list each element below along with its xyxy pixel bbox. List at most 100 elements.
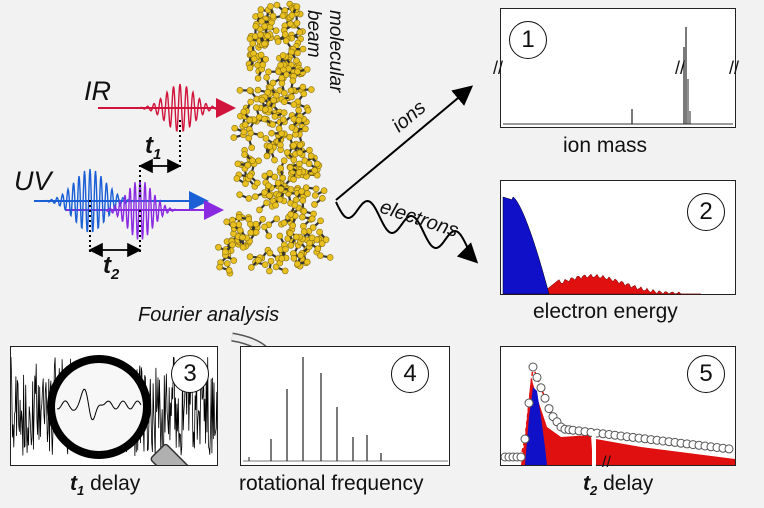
molecule-atom xyxy=(299,83,307,91)
molecule-atom xyxy=(270,96,277,104)
molecule-atom xyxy=(277,141,284,149)
molecule-atom xyxy=(267,257,275,265)
molecule-atom xyxy=(279,116,287,123)
molecule-atom xyxy=(287,211,295,218)
molecule-atom xyxy=(281,98,288,106)
molecule-atom xyxy=(322,236,330,243)
axis-break-right-1: // xyxy=(729,58,740,78)
molecule-atom xyxy=(235,213,243,221)
molecule-atom xyxy=(307,152,315,160)
panel-number-4: 4 xyxy=(391,355,429,393)
molecule-atom xyxy=(277,164,285,172)
molecule-atom xyxy=(247,220,254,228)
molecule-atom xyxy=(297,252,305,259)
molecule-atom xyxy=(289,77,297,85)
molecule-atom xyxy=(258,18,265,25)
molecule-atom xyxy=(231,124,238,132)
molecule-atom xyxy=(249,40,257,47)
molecule-atom xyxy=(239,244,247,251)
molecule-atom xyxy=(294,260,301,268)
molecule-atom xyxy=(274,38,282,45)
molecule-atom xyxy=(272,27,280,34)
molecule-atom xyxy=(273,215,281,223)
molecule-atom xyxy=(318,240,326,247)
molecule-atom xyxy=(257,51,265,59)
molecule-atom xyxy=(299,45,307,53)
molecule-atom xyxy=(299,197,307,204)
axis-break-left-1: // xyxy=(493,58,504,78)
molecule-atom xyxy=(269,79,277,87)
molecule-atom xyxy=(304,190,311,197)
molecule-atom xyxy=(293,3,301,10)
molecule-atom xyxy=(295,169,303,176)
molecule-atom xyxy=(292,196,300,204)
molecule-atom xyxy=(259,61,267,69)
molecule-atom xyxy=(296,149,304,157)
t2-data-point xyxy=(528,362,538,372)
molecule-atom xyxy=(265,182,272,189)
fourier-analysis-label: Fourier analysis xyxy=(138,304,280,326)
molecule-atom xyxy=(256,206,263,214)
molecule-atom xyxy=(288,123,296,131)
electrons-arrow xyxy=(335,199,479,264)
molecule-atom xyxy=(248,264,255,271)
ions-arrow xyxy=(335,85,474,201)
t1-label: t1 xyxy=(145,132,162,163)
panel-t2-delay: 5 xyxy=(500,346,736,467)
t2-data-point xyxy=(540,393,550,403)
molecule-atom xyxy=(250,55,258,63)
molecule-atom xyxy=(272,263,280,271)
molecule-atom xyxy=(287,242,295,249)
molecule-atom xyxy=(254,179,261,187)
panel-electron-energy: 2 xyxy=(500,180,736,295)
molecule-atom xyxy=(259,215,266,223)
t2-label: t2 xyxy=(103,252,120,283)
molecule-atom xyxy=(233,175,241,182)
molecule-atom xyxy=(248,144,255,151)
molecule-atom xyxy=(246,172,254,180)
molecule-atom xyxy=(316,228,323,236)
molecule-atom xyxy=(300,90,308,98)
molecule-atom xyxy=(290,142,297,149)
molecule-atom xyxy=(236,86,244,94)
molecule-atom xyxy=(236,226,244,234)
t2-data-point xyxy=(524,398,534,408)
molecule-atom xyxy=(298,188,305,195)
panel-t1-delay: 3 xyxy=(10,346,218,466)
t1-delay-caption: t1 delay xyxy=(70,472,141,499)
electron-high-energy-area xyxy=(503,273,701,295)
molecule-atom xyxy=(264,88,271,96)
electron-energy-caption: electron energy xyxy=(533,300,678,323)
molecule-atom xyxy=(246,87,254,94)
molecule-atom xyxy=(264,32,271,40)
molecule-atom xyxy=(252,193,259,200)
panel-rotational-frequency: 4 xyxy=(240,346,450,466)
ir-label: IR xyxy=(84,76,111,106)
molecule-atom xyxy=(308,86,315,93)
molecule-atom xyxy=(308,215,316,223)
molecule-atom xyxy=(266,267,273,275)
molecule-atom xyxy=(287,186,295,193)
magnifier-lens xyxy=(47,355,151,459)
magnified-trace xyxy=(56,388,142,421)
molecule-atom xyxy=(221,248,229,256)
molecule-atom xyxy=(261,115,268,123)
molecule-atom xyxy=(291,201,299,209)
molecule-atom xyxy=(293,57,300,64)
molecule-atom xyxy=(266,192,273,199)
molecule-atom xyxy=(289,222,297,229)
molecule-atom xyxy=(281,267,289,275)
magnifier-handle xyxy=(150,443,208,465)
molecule-atom xyxy=(312,185,320,193)
molecule-atom xyxy=(286,229,294,237)
molecule-atom xyxy=(288,93,295,101)
molecule-atom xyxy=(311,192,319,199)
molecule-atom xyxy=(283,149,291,156)
molecule-atom xyxy=(281,89,288,97)
molecule-atom xyxy=(296,141,304,149)
molecule-atom xyxy=(229,241,236,249)
molecule-atom xyxy=(257,6,265,13)
molecule-atom xyxy=(319,194,326,202)
molecule-atom xyxy=(247,98,254,106)
